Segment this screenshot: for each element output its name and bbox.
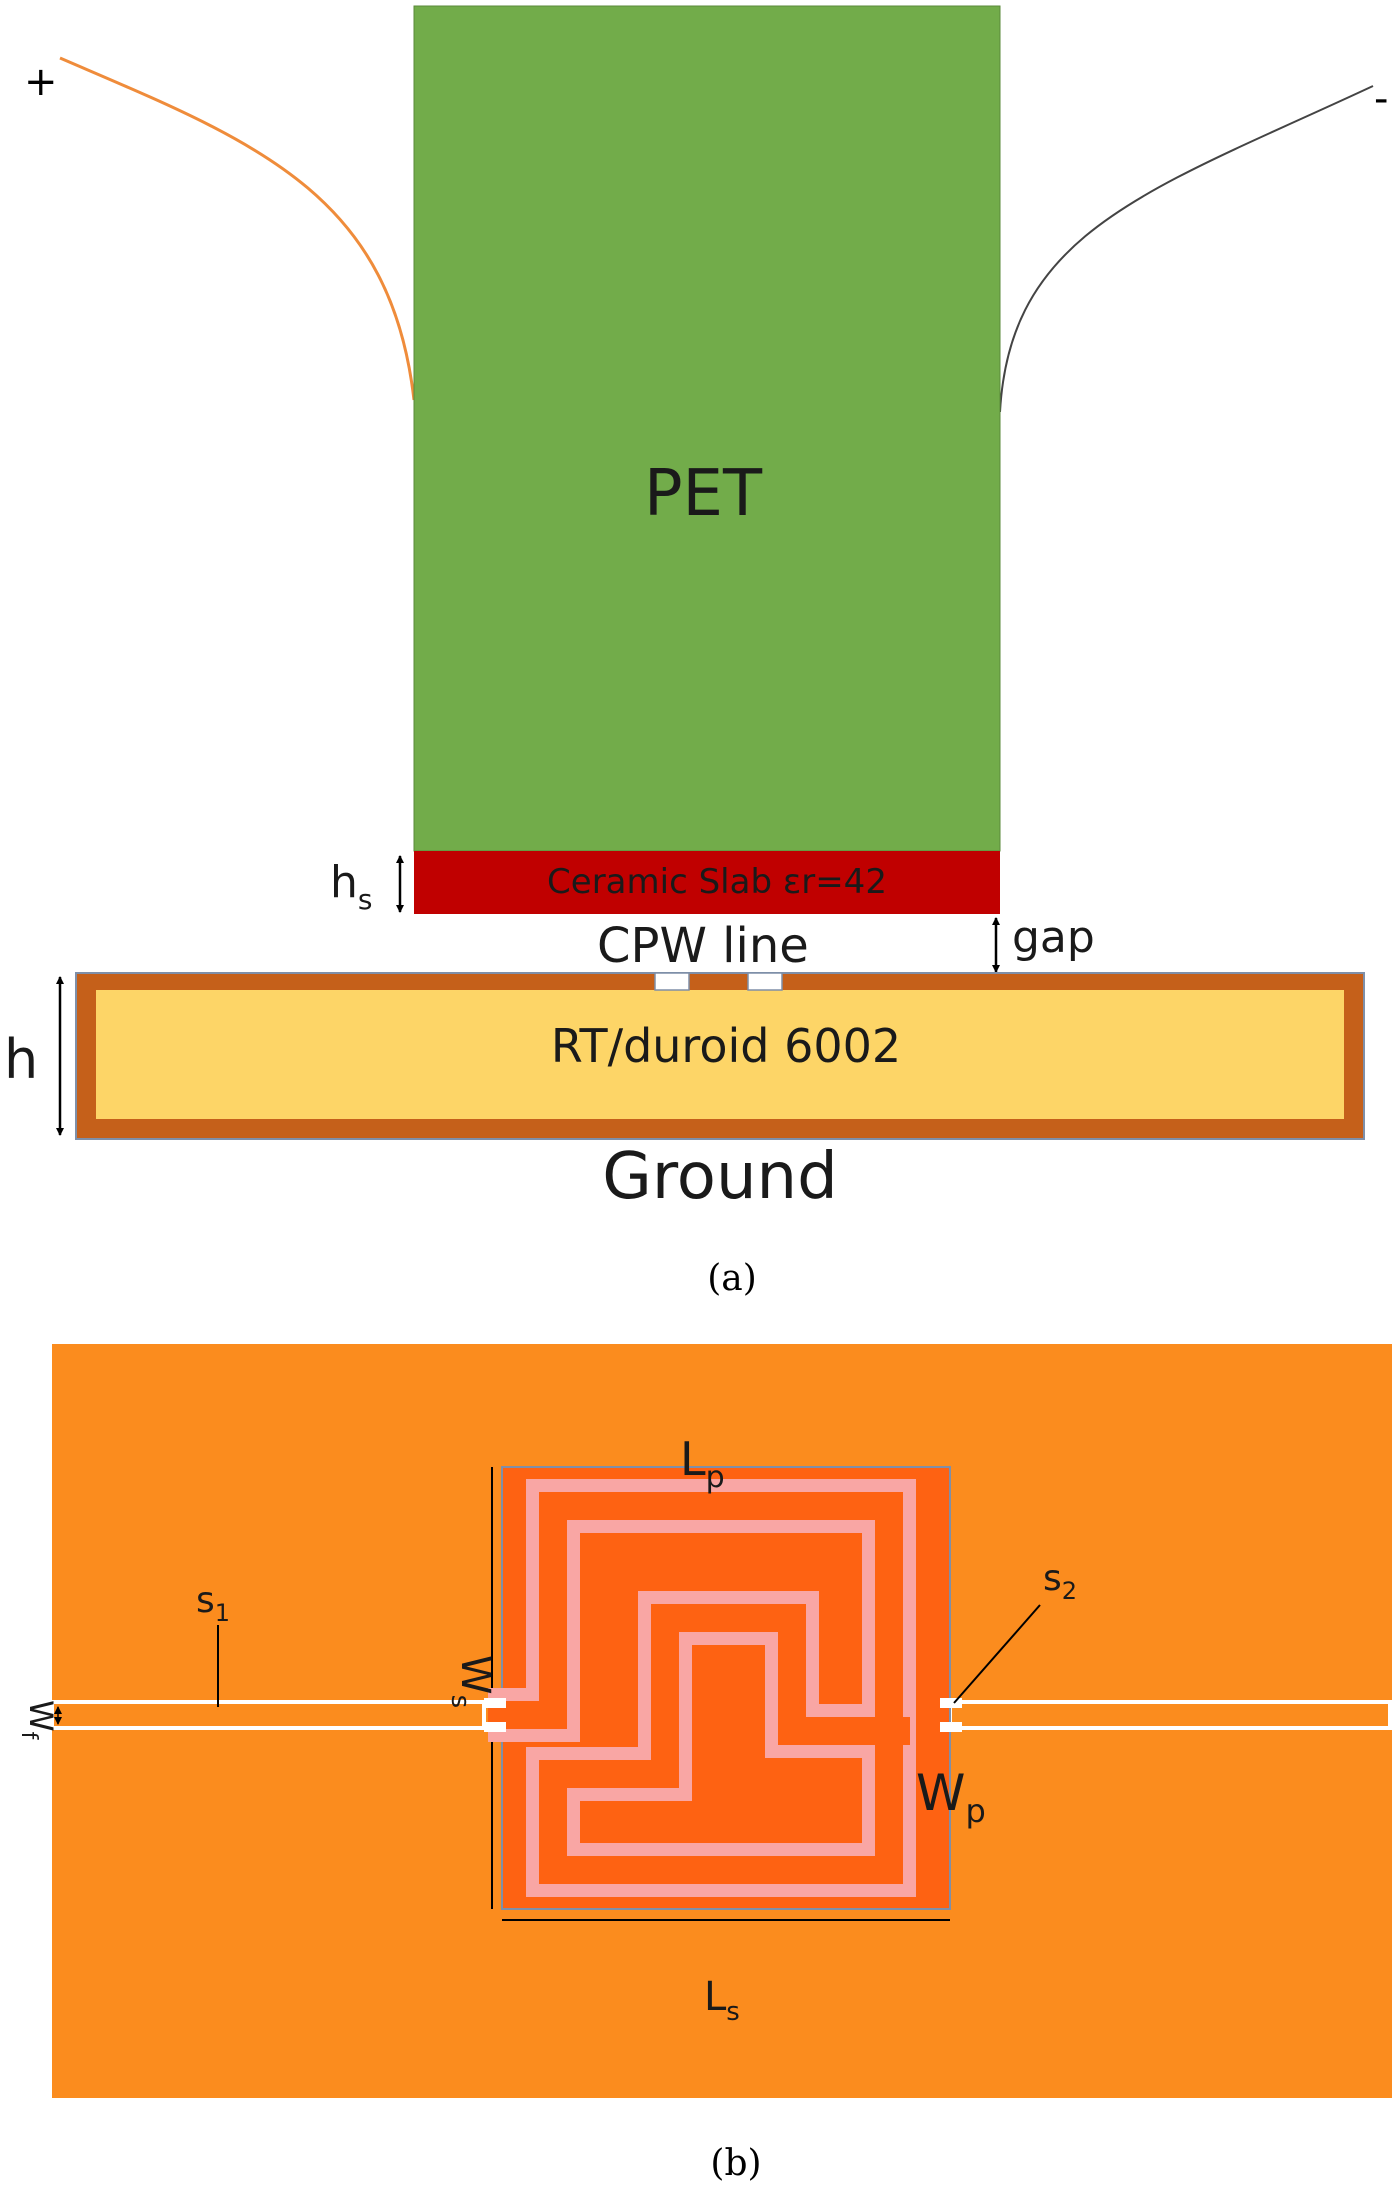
- slot-notch-left-bottom: [484, 1722, 506, 1732]
- lp-label: Lp: [680, 1432, 725, 1495]
- slot-notch-left-top: [484, 1698, 506, 1708]
- wp-label: Wp: [916, 1764, 986, 1830]
- s1-label: s1: [196, 1580, 230, 1627]
- ls-label: Ls: [704, 1974, 740, 2027]
- cpw-slot-left: [654, 972, 690, 991]
- positive-wire: [59, 56, 416, 401]
- h-label: h: [4, 1028, 38, 1091]
- feed-line-left: [50, 1700, 486, 1730]
- wf-label: Wf: [16, 1700, 60, 1741]
- feed-line-right: [948, 1700, 1392, 1730]
- plus-sign: +: [24, 59, 58, 105]
- meander-patch-inner: [488, 1492, 910, 1884]
- substrate-label: RT/duroid 6002: [551, 1019, 901, 1073]
- caption-b: (b): [710, 2143, 761, 2184]
- caption-a: (a): [707, 1258, 757, 1299]
- negative-wire: [999, 85, 1374, 413]
- substrate-layer: [96, 990, 1344, 1119]
- ceramic-slab-label: Ceramic Slab εr=42: [547, 862, 887, 902]
- panel-b: Wf s1 Ws Lp Ls Wp s2 (b): [16, 1344, 1392, 2184]
- slot-notch-right-top: [940, 1698, 962, 1708]
- cpw-slot-right: [747, 972, 783, 991]
- hs-label: hs: [330, 857, 372, 916]
- cpw-line-label: CPW line: [597, 918, 809, 974]
- slot-notch-right-bottom: [940, 1722, 962, 1732]
- ground-label: Ground: [602, 1140, 837, 1214]
- panel-a: + - PET Ceramic Slab εr=42 hs gap CPW li…: [4, 5, 1388, 1299]
- s2-label: s2: [1043, 1558, 1077, 1605]
- pet-layer: [413, 5, 1001, 852]
- ceramic-slab: [414, 851, 1000, 914]
- pet-label: PET: [644, 457, 763, 531]
- ws-label: Ws: [445, 1655, 498, 1708]
- minus-sign: -: [1374, 76, 1388, 122]
- s2-leader: [953, 1604, 1041, 1704]
- gap-label: gap: [1012, 912, 1095, 963]
